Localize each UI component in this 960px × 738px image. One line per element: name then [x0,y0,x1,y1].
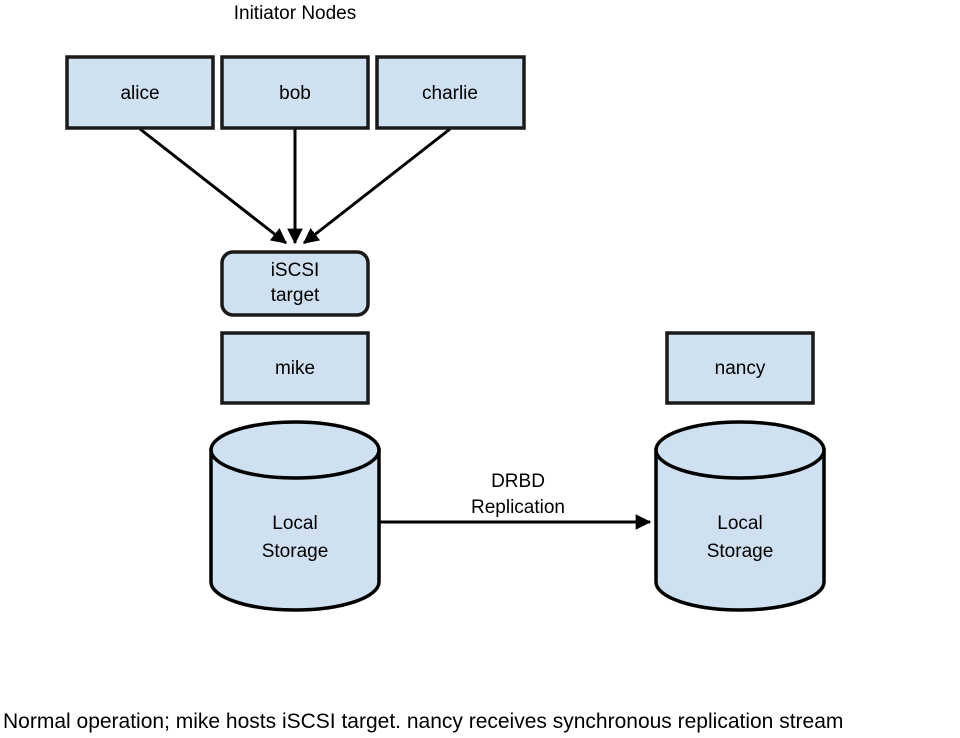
server-node-mike[interactable]: mike [220,331,370,405]
storage-cylinder-top-right [654,420,826,480]
iscsi-target-box[interactable] [220,250,370,317]
server-label-nancy: nancy [715,358,766,379]
storage-cylinder-body-right[interactable] [654,448,826,612]
initiator-label-alice: alice [120,83,159,104]
connector-charlie-to-target [303,127,451,245]
initiator-label-bob: bob [279,83,311,104]
drbd-label-line2: Replication [471,497,565,518]
server-label-mike: mike [275,358,315,379]
initiator-box-charlie[interactable] [375,55,526,130]
initiator-label-charlie: charlie [422,83,478,104]
drbd-replication-edge: DRBD Replication [380,471,652,530]
initiator-node-charlie[interactable]: charlie [375,55,526,130]
storage-label-right-line1: Local [717,513,762,534]
storage-cylinder-mike[interactable]: Local Storage [209,420,381,612]
initiator-node-alice[interactable]: alice [65,55,215,130]
server-node-nancy[interactable]: nancy [665,331,815,405]
storage-label-right-line2: Storage [707,541,774,562]
storage-cylinder-top-left [209,420,381,480]
initiator-box-alice[interactable] [65,55,215,130]
initiator-node-bob[interactable]: bob [220,55,370,130]
server-box-mike[interactable] [220,331,370,405]
storage-label-left-line2: Storage [262,541,329,562]
group-title-initiator-nodes: Initiator Nodes [234,3,357,24]
initiator-connectors [139,127,451,245]
iscsi-target-label-line1: iSCSI [271,260,320,281]
diagram-caption: Normal operation; mike hosts iSCSI targe… [3,710,843,733]
connector-alice-to-target [139,127,287,245]
initiator-box-bob[interactable] [220,55,370,130]
iscsi-target-node[interactable]: iSCSI target [220,250,370,317]
storage-label-left-line1: Local [272,513,317,534]
storage-cylinder-nancy[interactable]: Local Storage [654,420,826,612]
iscsi-target-label-line2: target [271,285,320,306]
storage-cylinder-body-left[interactable] [209,448,381,612]
drbd-label-line1: DRBD [491,471,545,492]
server-box-nancy[interactable] [665,331,815,405]
